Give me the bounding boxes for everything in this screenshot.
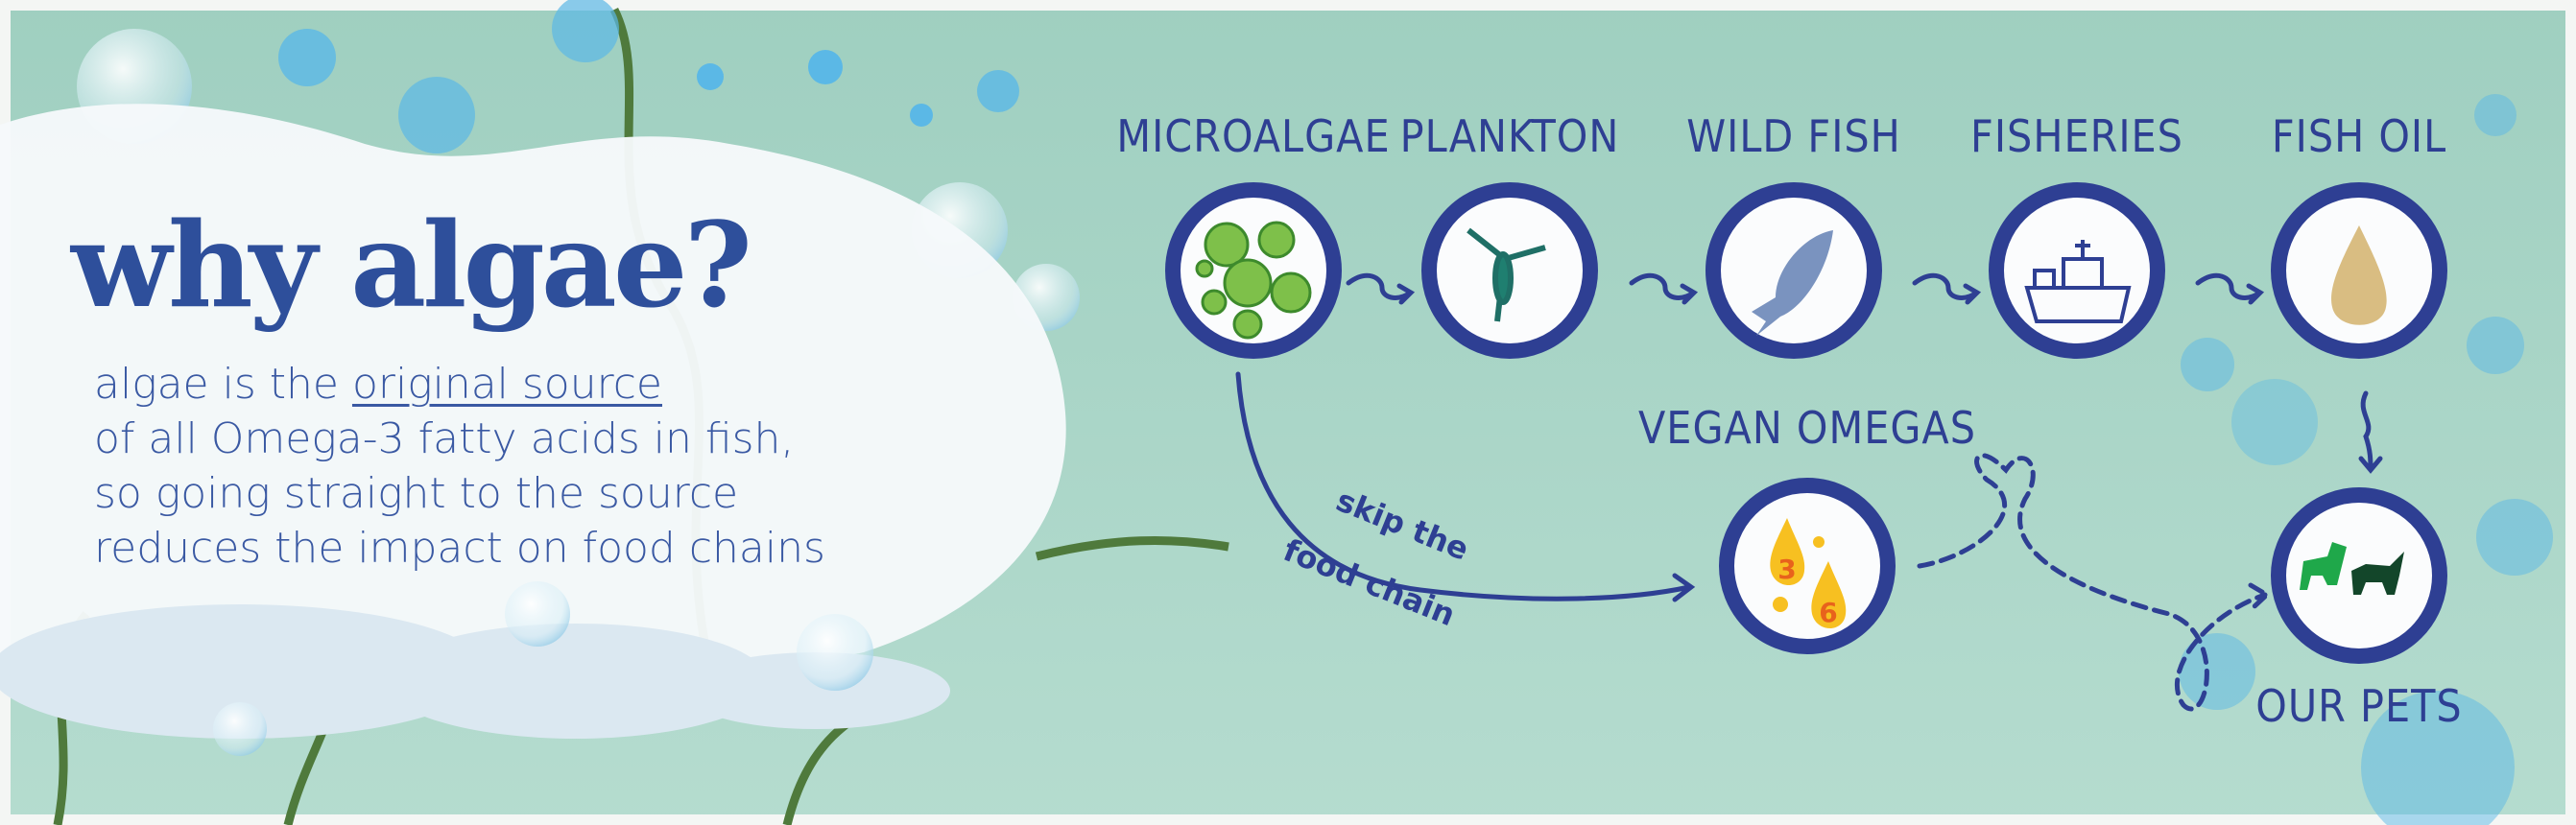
node-label: MICROALGAE <box>1116 110 1390 162</box>
node-label: FISH OIL <box>2272 110 2446 162</box>
dogs-icon <box>2300 542 2404 595</box>
page-title: why algae? <box>71 196 752 334</box>
node-label: FISHERIES <box>1970 110 2183 162</box>
chain-arrows <box>1235 272 2383 712</box>
body-line-2: of all Omega-3 fatty acids in fish, <box>94 414 795 463</box>
fish-icon <box>1752 230 1833 336</box>
chain-node-our-pets: OUR PETS <box>2255 487 2462 732</box>
intro-paragraph: algae is the original source of all Omeg… <box>94 357 825 576</box>
microalgae-icon <box>1195 221 1312 340</box>
body-line-1: algae is the <box>94 360 352 409</box>
node-label: OUR PETS <box>2255 680 2462 732</box>
node-label: PLANKTON <box>1400 110 1620 162</box>
chain-node-microalgae: MICROALGAE <box>1116 110 1390 359</box>
body-line-3: so going straight to the source <box>94 469 739 518</box>
omega-3-number: 3 <box>1777 554 1796 585</box>
chain-node-wild-fish: WILD FISH <box>1686 110 1901 359</box>
text-backdrop-cloud <box>0 104 1066 675</box>
chain-node-vegan-omegas: VEGAN OMEGAS 3 6 <box>1638 402 1976 654</box>
oil-drop-icon <box>2331 225 2387 325</box>
original-source-link[interactable]: original source <box>351 360 662 409</box>
omega-drops-icon: 3 6 <box>1770 518 1847 628</box>
omega-6-number: 6 <box>1819 597 1837 628</box>
node-label: WILD FISH <box>1686 110 1901 162</box>
node-label: VEGAN OMEGAS <box>1638 402 1976 454</box>
plankton-icon <box>1467 227 1546 322</box>
body-line-4: reduces the impact on food chains <box>94 524 825 573</box>
chain-node-plankton: PLANKTON <box>1400 110 1620 359</box>
chain-node-fish-oil: FISH OIL <box>2271 110 2447 359</box>
foam-decoration <box>0 581 950 756</box>
fishing-boat-icon <box>2024 240 2132 323</box>
chain-node-fisheries: FISHERIES <box>1970 110 2183 359</box>
